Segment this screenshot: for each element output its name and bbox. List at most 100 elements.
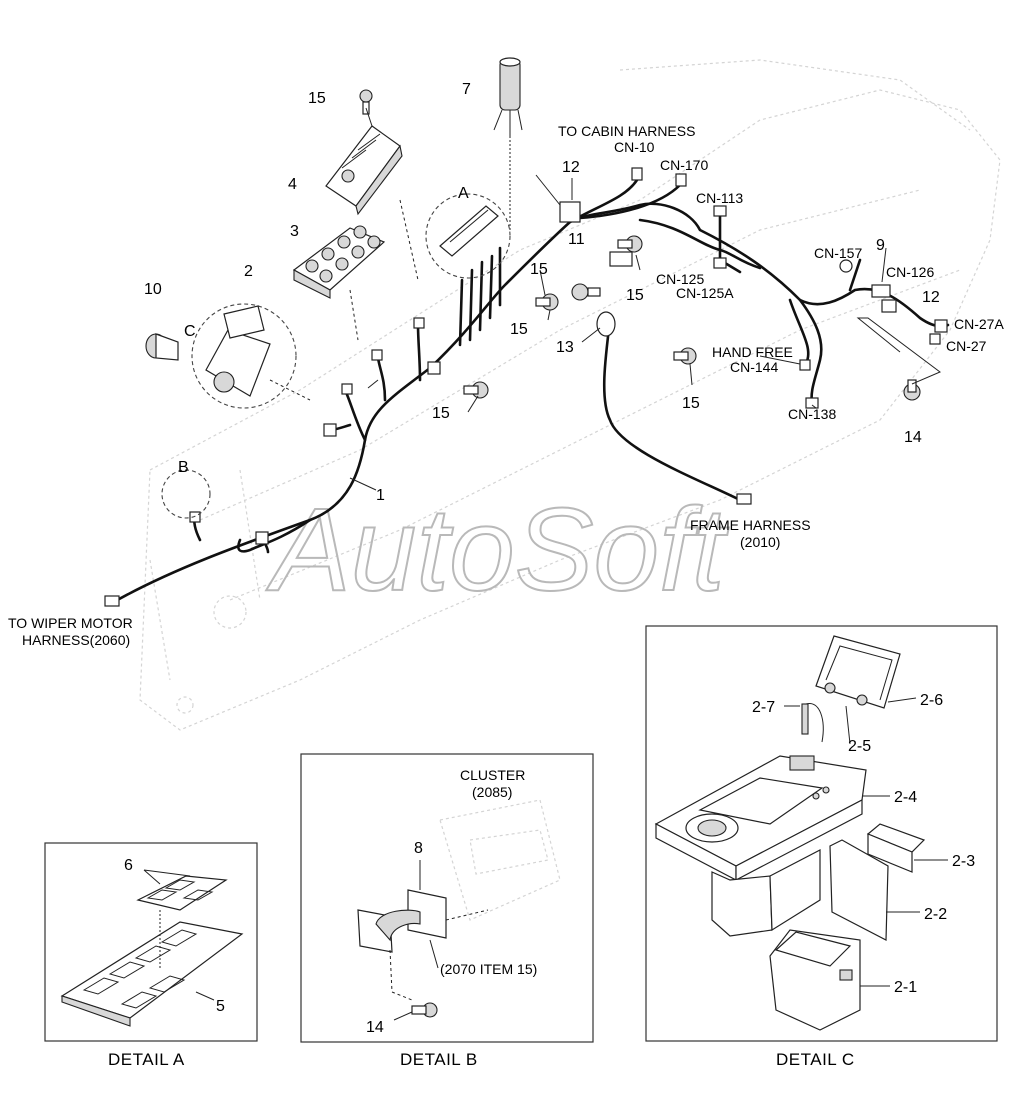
bolts xyxy=(359,89,941,401)
detail-b-panel: CLUSTER (2085) 8 (2070 ITEM 15) 14 DETAI… xyxy=(300,753,594,1069)
label-ref-2070: (2070 ITEM 15) xyxy=(440,961,537,977)
callout-a-circle xyxy=(425,193,511,279)
label-cn-138: CN-138 xyxy=(788,406,836,422)
label-cn-10: CN-10 xyxy=(614,139,655,155)
leader-lines xyxy=(349,174,887,491)
connector-plug xyxy=(631,167,643,181)
connector-plug xyxy=(871,284,891,298)
detail-a-caption: DETAIL A xyxy=(108,1050,185,1069)
label-part-11: 11 xyxy=(568,231,585,248)
connector-plug xyxy=(413,317,425,329)
label-part-2-7: 2-7 xyxy=(752,699,775,716)
socket-10 xyxy=(145,333,179,361)
label-part-1: 1 xyxy=(376,487,385,504)
connector-plug xyxy=(323,423,337,437)
label-part-2-1: 2-1 xyxy=(894,979,917,996)
label-cn-27a: CN-27A xyxy=(954,316,1004,332)
connector-plug xyxy=(713,205,727,217)
connector-plug xyxy=(675,173,687,187)
label-part-3: 3 xyxy=(290,223,299,240)
label-cn-125a: CN-125A xyxy=(676,285,734,301)
connector-plug xyxy=(104,595,120,607)
label-callout-c: C xyxy=(184,323,196,340)
label-cn-125: CN-125 xyxy=(656,271,704,287)
connector-plug xyxy=(255,531,269,545)
label-frame-harness-no: (2010) xyxy=(740,534,780,550)
label-part-14: 14 xyxy=(904,429,922,446)
connector-plug xyxy=(934,319,948,333)
clamp-12-right xyxy=(881,299,897,313)
detail-c-caption: DETAIL C xyxy=(776,1050,855,1069)
label-cn-157: CN-157 xyxy=(814,245,862,261)
label-part-2-6: 2-6 xyxy=(920,692,943,709)
connector-plug xyxy=(427,361,441,375)
detail-b-frame xyxy=(300,753,594,1043)
label-part-8: 8 xyxy=(414,840,423,857)
clamp-11 xyxy=(609,251,633,267)
connector-labels: TO CABIN HARNESS CN-10 CN-170 CN-113 CN-… xyxy=(8,123,1004,648)
label-part-15: 15 xyxy=(510,321,528,338)
callout-c-circle xyxy=(191,303,311,409)
bolt-icon xyxy=(617,235,643,253)
label-cluster: CLUSTER xyxy=(460,767,525,783)
connector-plug xyxy=(799,359,811,371)
connector-plug xyxy=(929,333,941,345)
label-part-15: 15 xyxy=(530,261,548,278)
bolt-icon xyxy=(535,293,559,311)
connector-plug xyxy=(371,349,383,361)
label-to-cabin-harness: TO CABIN HARNESS xyxy=(558,123,695,139)
label-part-15: 15 xyxy=(682,395,700,412)
label-part-15: 15 xyxy=(626,287,644,304)
bolt-icon xyxy=(359,89,373,115)
bolt-icon xyxy=(411,1002,438,1018)
label-cn-126: CN-126 xyxy=(886,264,934,280)
label-frame-harness: FRAME HARNESS xyxy=(690,517,811,533)
label-part-14: 14 xyxy=(366,1019,384,1036)
callout-b-circle xyxy=(161,469,211,519)
switch-panel-3 xyxy=(292,225,386,341)
label-callout-b: B xyxy=(178,459,189,476)
detail-c-panel: 2-7 2-6 2-5 2-4 2-3 2-2 2-1 DETAIL C xyxy=(645,625,998,1069)
label-part-7: 7 xyxy=(462,81,471,98)
label-callout-a: A xyxy=(458,185,469,202)
label-part-9: 9 xyxy=(876,237,885,254)
label-part-10: 10 xyxy=(144,281,162,298)
label-part-4: 4 xyxy=(288,176,297,193)
label-cn-27: CN-27 xyxy=(946,338,987,354)
connector-plug xyxy=(713,257,727,269)
label-part-15: 15 xyxy=(308,90,326,107)
switch-7 xyxy=(493,57,523,232)
label-cluster-no: (2085) xyxy=(472,784,512,800)
label-wiper-line2: HARNESS(2060) xyxy=(22,632,130,648)
label-cn-144: CN-144 xyxy=(730,359,778,375)
detail-c-frame xyxy=(645,625,998,1042)
connector-plug xyxy=(805,397,819,409)
cab-ghost-outline xyxy=(139,59,1001,731)
label-part-5: 5 xyxy=(216,998,225,1015)
label-part-12: 12 xyxy=(922,289,940,306)
part-number-labels: 15 7 4 3 2 10 C A B 1 12 11 15 15 15 13 … xyxy=(144,81,940,504)
label-part-12: 12 xyxy=(562,159,580,176)
label-cn-170: CN-170 xyxy=(660,157,708,173)
label-part-2-2: 2-2 xyxy=(924,906,947,923)
bolt-icon xyxy=(673,347,697,365)
detail-b-caption: DETAIL B xyxy=(400,1050,478,1069)
detail-a-panel: 6 5 DETAIL A xyxy=(44,842,258,1069)
label-wiper-line1: TO WIPER MOTOR xyxy=(8,615,133,631)
connector-plug xyxy=(839,259,853,273)
label-part-2-3: 2-3 xyxy=(952,853,975,870)
connector-plug xyxy=(736,493,752,505)
label-part-13: 13 xyxy=(556,339,574,356)
connector-plug xyxy=(341,383,353,395)
connector-plugs xyxy=(104,167,948,607)
connector-plug xyxy=(189,511,201,523)
detail-a-frame xyxy=(44,842,258,1042)
bolt-icon xyxy=(903,379,921,401)
control-box-4 xyxy=(325,107,419,281)
label-part-2: 2 xyxy=(244,263,253,280)
label-cn-113: CN-113 xyxy=(696,190,743,206)
label-part-2-5: 2-5 xyxy=(848,738,871,755)
label-part-15: 15 xyxy=(432,405,450,422)
